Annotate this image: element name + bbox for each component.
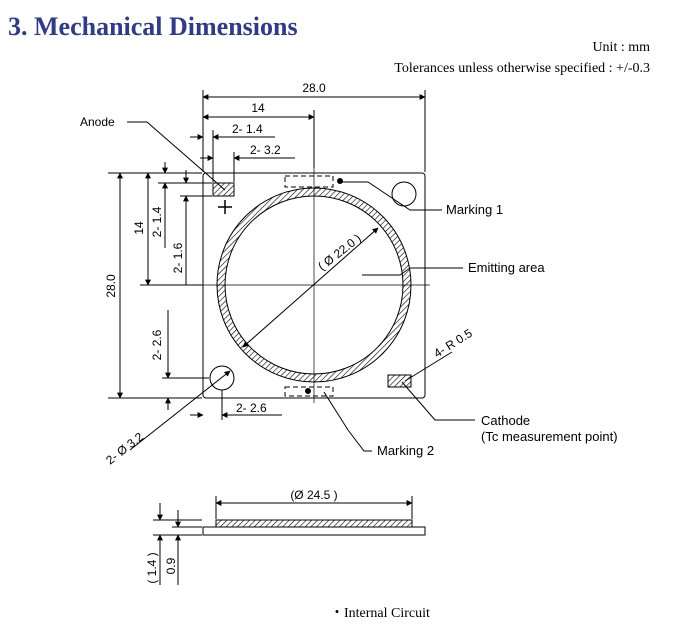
marking2-label: Marking 2 — [377, 443, 434, 458]
emitting-leader — [362, 267, 463, 276]
dim-overall-height: 28.0 — [104, 274, 118, 298]
dim-anode-pad-width: 2- 3.2 — [250, 143, 281, 157]
marking-2 — [284, 386, 334, 397]
dim-hole-diameter: 2- Ø 3.2 — [103, 429, 146, 467]
side-base — [202, 526, 426, 536]
dim-hole-vertical: 2- 2.6 — [150, 329, 164, 360]
marking-1 — [284, 175, 334, 188]
internal-circuit-heading: ・Internal Circuit — [330, 606, 430, 621]
dim-anode-pad-offset: 2- 1.4 — [232, 122, 263, 136]
dim-overall-width: 28.0 — [302, 81, 326, 95]
dim-corner-radius: 4- R 0.5 — [431, 326, 475, 361]
dim-height-pad-size: 2- 1.6 — [171, 242, 185, 273]
dim-base-thickness: 0.9 — [164, 557, 178, 574]
dim-lens-diameter: (Ø 24.5 ) — [290, 488, 337, 502]
anode-label: Anode — [80, 115, 115, 129]
cathode-label: Cathode — [481, 413, 530, 428]
marking2-leader — [323, 391, 372, 452]
mounting-hole-top-right — [391, 181, 417, 207]
marking1-label: Marking 1 — [446, 202, 503, 217]
mounting-hole-bottom-left — [209, 365, 235, 391]
dim-total-height: ( 1.4 ) — [145, 552, 159, 583]
top-view — [108, 90, 475, 452]
marking1-leader — [342, 181, 442, 211]
cathode-sublabel: (Tc measurement point) — [481, 429, 618, 444]
cathode-pad — [387, 374, 412, 388]
anode-pad — [212, 182, 235, 197]
side-lens — [215, 519, 413, 528]
anode-leader — [127, 121, 226, 191]
dim-hole-horizontal: 2- 2.6 — [236, 401, 267, 415]
dim-half-width: 14 — [251, 101, 265, 115]
dim-height-pad-top: 2- 1.4 — [150, 206, 164, 237]
unit-note: Unit : mm — [592, 40, 650, 55]
cathode-leader — [401, 381, 475, 421]
tolerance-note: Tolerances unless otherwise specified : … — [394, 61, 650, 76]
page-title: 3. Mechanical Dimensions — [8, 12, 298, 41]
dim-height-half: 14 — [132, 221, 146, 235]
side-view — [153, 496, 426, 585]
emitting-label: Emitting area — [468, 260, 545, 275]
